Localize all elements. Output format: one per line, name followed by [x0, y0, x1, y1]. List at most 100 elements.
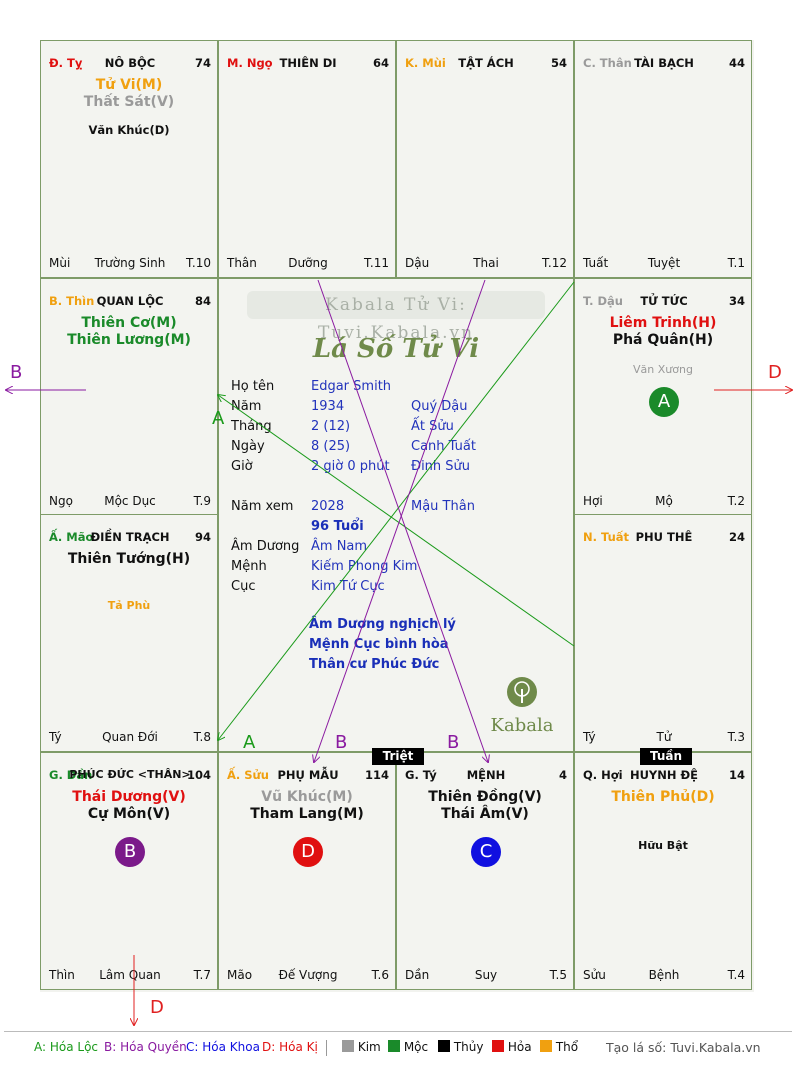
palace-age: 24 — [728, 530, 745, 544]
hoa-quyen-line — [317, 279, 488, 762]
foot-right: T.1 — [727, 256, 745, 270]
logo-text: Kabala — [490, 715, 554, 736]
palace-branch: G. Tý — [405, 768, 437, 782]
foot-left: Dần — [405, 968, 430, 982]
site-link[interactable]: Tạo lá số: Tuvi.Kabala.vn — [606, 1040, 761, 1055]
palace-name: MỆNH — [466, 768, 506, 782]
palace-tai-bach[interactable]: C. Thân TÀI BẠCH 44 Tuất Tuyệt T.1 — [574, 40, 752, 278]
value: Kiếm Phong Kim — [311, 559, 418, 574]
foot-mid: Quan Đới — [102, 730, 158, 744]
palace-age: 114 — [364, 768, 389, 782]
foot-mid: Mộ — [655, 494, 673, 508]
foot-left: Mão — [227, 968, 253, 982]
palace-name: PHU THÊ — [635, 530, 693, 544]
value-canchi: Ất Sửu — [411, 419, 454, 434]
palace-name: TÀI BẠCH — [634, 56, 694, 70]
foot-left: Thân — [227, 256, 257, 270]
hoa-loc-line — [218, 395, 575, 647]
palace-age: 94 — [194, 530, 211, 544]
legend-c: C: Hóa Khoa — [186, 1040, 260, 1054]
palace-branch: Q. Hợi — [583, 768, 623, 782]
palace-tat-ach[interactable]: K. Mùi TẬT ÁCH 54 Dậu Thai T.12 — [396, 40, 574, 278]
foot-right: T.3 — [727, 730, 745, 744]
tho-swatch — [540, 1040, 552, 1052]
palace-dien-trach[interactable]: Ấ. Mão ĐIỀN TRẠCH 94 Thiên Tướng(H) Tả P… — [40, 514, 218, 752]
hoa-quyen-line — [314, 279, 486, 762]
note: Thân cư Phúc Đức — [309, 657, 440, 672]
palace-tu-tuc[interactable]: T. Dậu TỬ TỨC 34 Liêm Trinh(H) Phá Quân(… — [574, 278, 752, 516]
palace-age: 44 — [728, 56, 745, 70]
major-star: Phá Quân(H) — [612, 332, 714, 348]
arrow-label: A — [243, 732, 256, 753]
foot-right: T.4 — [727, 968, 745, 982]
legend-hoa-label: Hỏa — [507, 1040, 532, 1054]
label: Âm Dương — [231, 539, 300, 554]
major-star: Thiên Cơ(M) — [81, 315, 177, 331]
arrow-label: B — [335, 732, 348, 753]
arrow-label: B — [10, 362, 23, 383]
view-info: Năm xem 2028 Mậu Thân 96 Tuổi Âm Dương Â… — [231, 499, 561, 599]
foot-mid: Mộc Dục — [104, 494, 156, 508]
foot-right: T.9 — [193, 494, 211, 508]
legend-kim: Kim — [342, 1040, 381, 1054]
value: Kim Tứ Cục — [311, 579, 385, 594]
hoa-loc-badge: A — [649, 387, 679, 417]
label: Năm — [231, 399, 262, 414]
foot-left: Dậu — [405, 256, 430, 270]
foot-left: Tuất — [583, 256, 609, 270]
palace-branch: Ấ. Mão — [49, 530, 94, 544]
palace-age: 34 — [728, 294, 745, 308]
foot-mid: Bệnh — [648, 968, 680, 982]
hoa-quyen-badge: B — [115, 837, 145, 867]
palace-branch: Ấ. Sửu — [227, 768, 269, 782]
palace-phuc-duc[interactable]: G. Dần PHÚC ĐỨC <THÂN> 104 Thái Dương(V)… — [40, 752, 218, 990]
kim-swatch — [342, 1040, 354, 1052]
palace-branch: M. Ngọ — [227, 56, 273, 70]
palace-phu-the[interactable]: N. Tuất PHU THÊ 24 Tý Tử T.3 — [574, 514, 752, 752]
minor-star: Tả Phù — [107, 599, 151, 612]
foot-left: Hợi — [583, 494, 603, 508]
foot-mid: Đế Vượng — [278, 968, 338, 982]
legend-tho: Thổ — [540, 1040, 578, 1054]
palace-age: 54 — [550, 56, 567, 70]
legend-b: B: Hóa Quyền — [104, 1040, 187, 1054]
palace-branch: N. Tuất — [583, 530, 630, 544]
foot-mid: Thai — [473, 256, 499, 270]
palace-quan-loc[interactable]: B. Thìn QUAN LỘC 84 Thiên Cơ(M) Thiên Lư… — [40, 278, 218, 516]
watermark-title: Kabala Tử Vi: Tuvi.Kabala.vn — [247, 291, 545, 343]
foot-left: Thìn — [49, 968, 75, 982]
hoa-loc-line — [218, 281, 575, 740]
palace-name: ĐIỀN TRẠCH — [90, 530, 170, 544]
palace-no-boc[interactable]: Đ. Tỵ NÔ BỘC 74 Tử Vi(M) Thất Sát(V) Văn… — [40, 40, 218, 278]
major-star: Thiên Lương(M) — [67, 332, 191, 348]
legend-tho-label: Thổ — [555, 1040, 579, 1054]
foot-right: T.10 — [186, 256, 211, 270]
value-canchi: Quý Dậu — [411, 399, 468, 414]
palace-name: PHÚC ĐỨC <THÂN> — [69, 768, 191, 781]
legend-hoa: Hỏa — [492, 1040, 532, 1054]
palace-thien-di[interactable]: M. Ngọ THIÊN DI 64 Thân Dưỡng T.11 — [218, 40, 396, 278]
palace-menh[interactable]: G. Tý MỆNH 4 Thiên Đồng(V) Thái Âm(V) C … — [396, 752, 574, 990]
legend-thuy-label: Thủy — [453, 1040, 484, 1054]
foot-right: T.5 — [549, 968, 567, 982]
label: Mệnh — [231, 559, 267, 574]
palace-branch: B. Thìn — [49, 294, 95, 308]
hoa-ki-badge: D — [293, 837, 323, 867]
foot-mid: Trường Sinh — [94, 256, 166, 270]
major-star: Tử Vi(M) — [95, 77, 163, 93]
foot-right: T.7 — [193, 968, 211, 982]
palace-huynh-de[interactable]: Q. Hợi HUYNH ĐỆ 14 Thiên Phủ(D) Hữu Bật … — [574, 752, 752, 990]
value-canchi: Đinh Sửu — [411, 459, 471, 474]
palace-age: 84 — [194, 294, 211, 308]
palace-age: 4 — [558, 768, 567, 782]
minor-star: Văn Khúc(D) — [88, 123, 170, 137]
label: Giờ — [231, 459, 253, 474]
foot-left: Sửu — [583, 968, 606, 982]
foot-right: T.6 — [371, 968, 389, 982]
value: Âm Nam — [311, 539, 368, 554]
label: Tháng — [231, 419, 272, 434]
legend-a: A: Hóa Lộc — [34, 1040, 99, 1054]
thuy-swatch — [438, 1040, 450, 1052]
value: 8 (25) — [311, 439, 351, 454]
palace-phu-mau[interactable]: Ấ. Sửu PHỤ MẪU 114 Vũ Khúc(M) Tham Lang(… — [218, 752, 396, 990]
